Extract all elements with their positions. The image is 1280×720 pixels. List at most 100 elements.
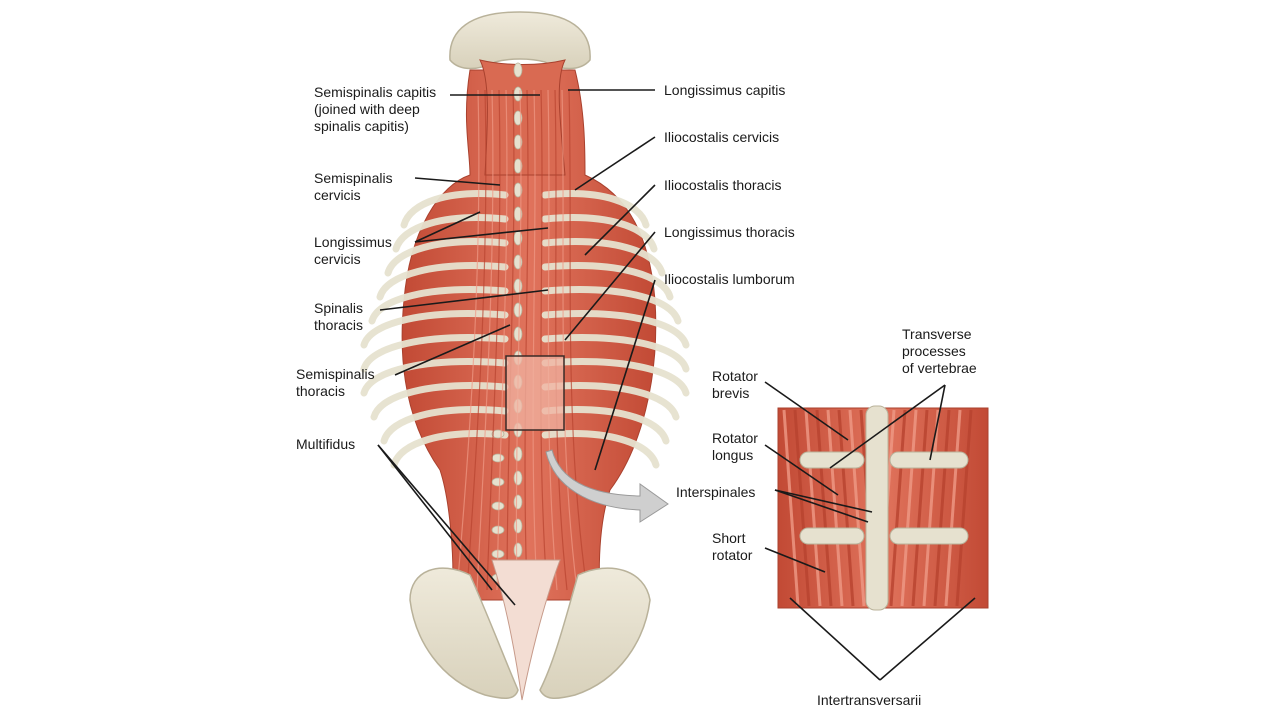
muscle-fibers: [456, 89, 588, 591]
leader-multifidus-b: [377, 444, 516, 606]
leader-longissimus-cervicis-b: [414, 227, 549, 243]
fiber-strand: [547, 89, 558, 591]
rib-left: [376, 262, 509, 301]
lumbar-process: [491, 477, 505, 487]
leader-short-rotator: [764, 547, 826, 573]
label-longissimus-cervicis: Longissimus cervicis: [314, 234, 392, 267]
inset-fiber: [911, 409, 929, 607]
inset-fiber: [826, 409, 844, 607]
rib-left: [380, 406, 509, 445]
rib-left: [384, 238, 509, 277]
rib-right: [541, 310, 690, 349]
leader-interspinales-b: [774, 489, 869, 523]
rib-right: [541, 214, 658, 253]
label-intertransversarii: Intertransversarii: [817, 692, 922, 708]
fiber-strand: [496, 89, 508, 591]
pelvis: [409, 559, 651, 701]
leader-multifidus-a: [377, 444, 493, 591]
inset-fiber: [900, 409, 918, 607]
neck-muscles: [479, 59, 566, 176]
rib-left: [360, 358, 509, 397]
fiber-strand: [554, 89, 568, 591]
inset-detail: [777, 405, 989, 611]
inset-fiber: [804, 409, 822, 607]
label-spinalis-thoracis: Spinalis thoracis: [314, 300, 364, 333]
leader-iliocostalis-cervicis: [574, 136, 656, 191]
leader-interspinales-a: [774, 489, 873, 513]
inset-fiber: [922, 409, 940, 607]
rib-right: [541, 238, 666, 277]
leader-lines: [377, 89, 976, 681]
label-semispinalis-capitis: Semispinalis capitis (joined with deep s…: [314, 84, 437, 134]
rib-right: [541, 190, 650, 229]
vertebra: [513, 254, 523, 270]
vertebra: [513, 470, 523, 486]
rib-right: [541, 334, 690, 373]
rib-right: [541, 382, 680, 421]
inset-transverse-process-right: [889, 527, 969, 545]
vertebra: [513, 302, 523, 318]
vertebra: [513, 326, 523, 342]
vertebra: [513, 278, 523, 294]
fiber-strand: [466, 89, 487, 591]
fiber-strand: [486, 89, 501, 591]
inset-fiber: [815, 409, 833, 607]
leader-iliocostalis-lumborum: [594, 279, 656, 471]
leader-spinalis-thoracis: [379, 289, 549, 311]
fiber-strand: [568, 89, 588, 591]
leader-semispinalis-thoracis: [394, 324, 511, 376]
label-transverse-processes: Transverse processes of vertebrae: [902, 326, 977, 376]
leader-semispinalis-cervicis: [414, 177, 501, 186]
rib-left: [400, 190, 509, 229]
inset-bones: [799, 405, 969, 611]
skull-base: [449, 11, 591, 70]
label-longissimus-thoracis: Longissimus thoracis: [664, 224, 795, 240]
rib-left: [368, 286, 509, 325]
label-longissimus-capitis: Longissimus capitis: [664, 82, 786, 98]
rib-left: [360, 310, 509, 349]
label-iliocostalis-lumborum: Iliocostalis lumborum: [664, 271, 795, 287]
leader-rotator-brevis: [764, 381, 849, 441]
rib-left: [360, 334, 509, 373]
inset-fiber: [793, 409, 811, 607]
label-short-rotator: Short rotator: [712, 530, 753, 563]
leader-longissimus-thoracis: [564, 231, 656, 341]
rib-right: [541, 358, 690, 397]
leader-transverse-b: [829, 384, 946, 469]
inset-fiber: [837, 409, 855, 607]
leader-iliocostalis-thoracis: [584, 184, 656, 256]
label-iliocostalis-cervicis: Iliocostalis cervicis: [664, 129, 780, 145]
rib-right: [541, 262, 674, 301]
zoom-arrow: [545, 449, 669, 523]
rib-right: [541, 406, 670, 445]
fiber-strand: [524, 89, 529, 591]
inset-fiber: [782, 409, 800, 607]
inset-fiber: [944, 409, 962, 607]
label-interspinales: Interspinales: [676, 484, 756, 500]
label-rotator-longus: Rotator longus: [712, 430, 758, 463]
inset-fiber: [889, 409, 907, 607]
label-semispinalis-thoracis: Semispinalis thoracis: [296, 366, 375, 399]
label-iliocostalis-thoracis: Iliocostalis thoracis: [664, 177, 782, 193]
leader-longissimus-cervicis-a: [414, 211, 481, 243]
vertebra: [513, 518, 523, 534]
right-ilium: [539, 567, 651, 700]
inset-transverse-process-left: [799, 527, 865, 545]
leader-rotator-longus: [764, 444, 839, 496]
fiber-strand: [532, 89, 538, 591]
label-semispinalis-cervicis: Semispinalis cervicis: [314, 170, 393, 203]
fiber-strand: [456, 89, 480, 591]
fiber-strand: [515, 89, 522, 591]
fiber-strand: [540, 89, 548, 591]
sacrum: [491, 559, 561, 701]
inset-transverse-process-left: [799, 451, 865, 469]
label-rotator-brevis: Rotator brevis: [712, 368, 758, 401]
vertebra: [513, 494, 523, 510]
torso-group: [401, 11, 657, 601]
magnification-box: [505, 355, 565, 431]
inset-spinous-column: [865, 405, 889, 611]
inset-fiber: [933, 409, 951, 607]
fiber-strand: [506, 89, 515, 591]
